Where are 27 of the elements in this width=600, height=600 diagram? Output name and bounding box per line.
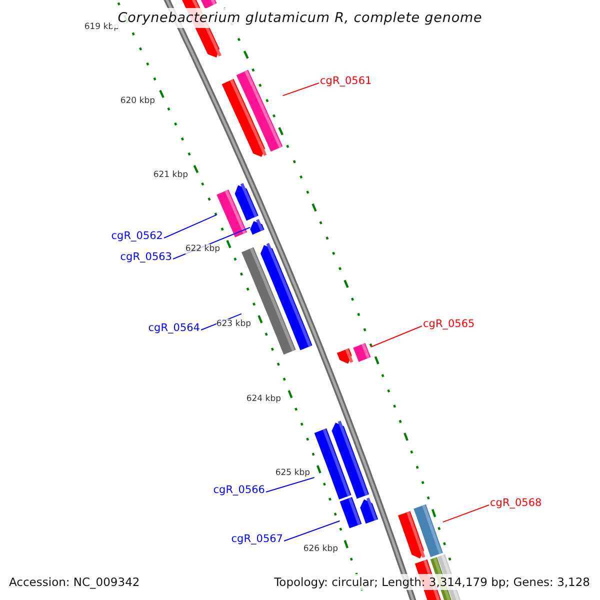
leader-line bbox=[442, 504, 490, 523]
gene-label: cgR_0568 bbox=[490, 498, 542, 510]
gene-label: cgR_0561 bbox=[320, 76, 372, 88]
gene-feature bbox=[414, 504, 443, 558]
leader-line bbox=[284, 520, 340, 542]
leader-line bbox=[266, 477, 315, 492]
leader-line bbox=[164, 214, 218, 238]
gene-feature bbox=[250, 219, 264, 235]
gene-feature bbox=[340, 497, 362, 528]
gene-feature bbox=[216, 190, 248, 238]
gene-label: cgR_0566 bbox=[213, 485, 265, 497]
gene-label: cgR_0567 bbox=[231, 534, 283, 546]
scale-label: 621 kbp bbox=[153, 170, 188, 180]
scale-label: 620 kbp bbox=[120, 96, 155, 106]
leader-line bbox=[370, 326, 422, 348]
gene-feature bbox=[353, 343, 371, 362]
gene-label: cgR_0565 bbox=[423, 319, 475, 331]
gene-feature bbox=[314, 428, 352, 500]
gene-label: cgR_0562 bbox=[111, 231, 163, 243]
leader-line bbox=[282, 82, 320, 96]
genome-stats-text: Topology: circular; Length: 3,314,179 bp; Genes: 3,128 bbox=[274, 574, 590, 590]
accession-text: Accession: NC_009342 bbox=[9, 574, 140, 590]
gene-feature bbox=[236, 70, 283, 152]
scale-label: 624 kbp bbox=[246, 394, 281, 404]
gene-label: cgR_0564 bbox=[148, 323, 200, 335]
gene-label: cgR_0563 bbox=[120, 252, 172, 264]
scale-label: 623 kbp bbox=[216, 319, 251, 329]
